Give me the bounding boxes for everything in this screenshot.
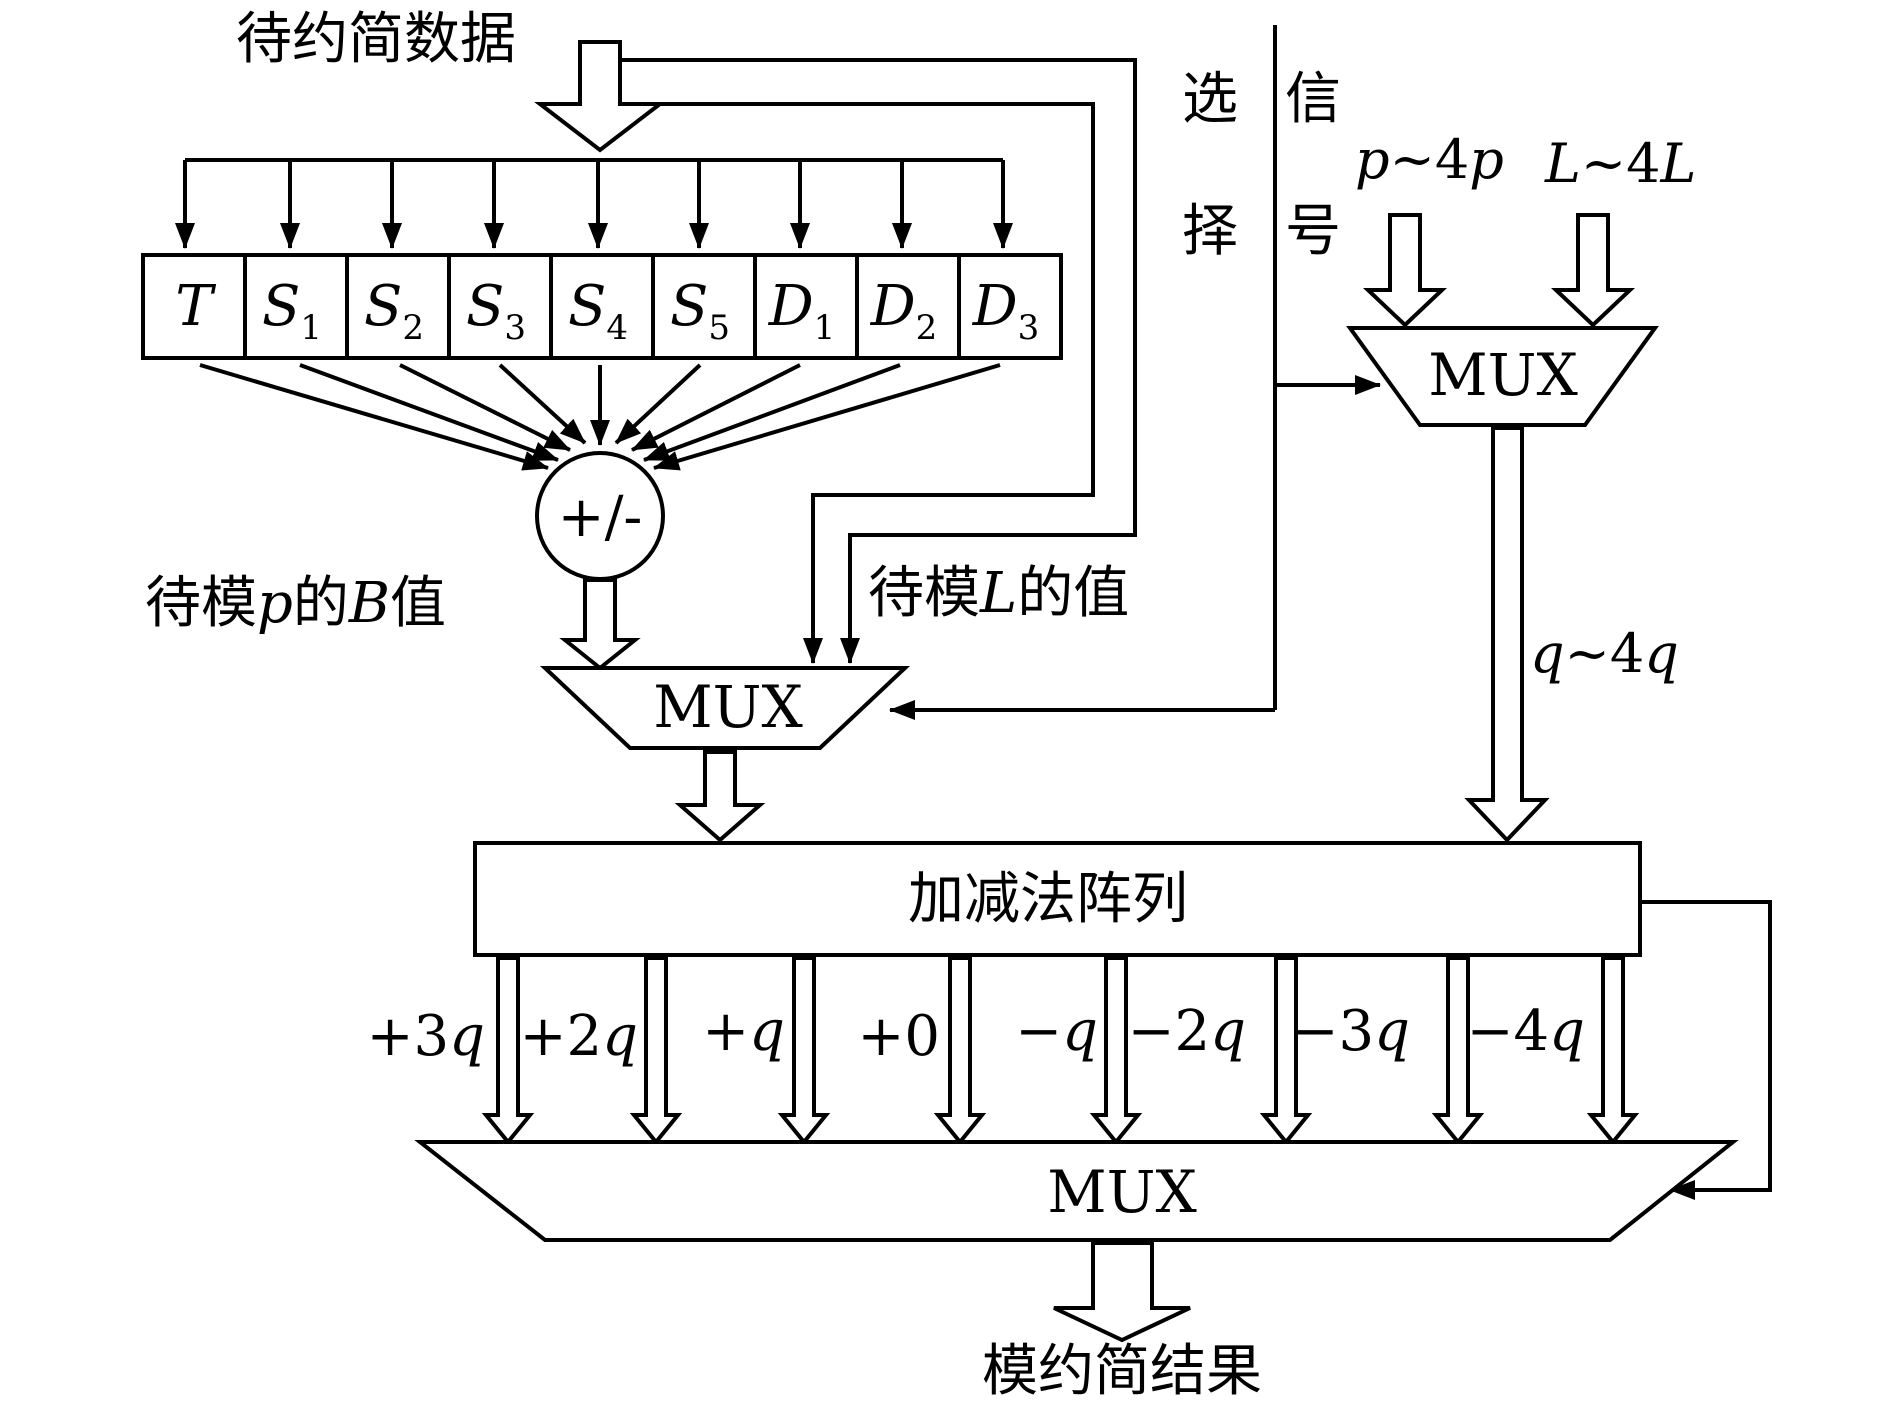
L-range-label: L~4L	[1544, 132, 1696, 195]
register-cells	[141, 253, 1063, 360]
output-label: −2q	[1128, 999, 1246, 1064]
bus-line-1	[620, 58, 1137, 664]
mod-L-label: 待模L的值	[868, 561, 1129, 626]
mux-bottom-label: MUX	[1047, 1158, 1197, 1226]
result-label: 模约简结果	[982, 1339, 1262, 1401]
register-cell-label: S2	[364, 274, 424, 348]
register-feed-arrows	[175, 160, 1013, 249]
mux-left-shape	[539, 666, 911, 750]
q-range-label: q~4q	[1530, 622, 1679, 685]
register-cell-label: S3	[466, 274, 526, 348]
input-data-label: 待约简数据	[236, 7, 516, 72]
mux-left-label: MUX	[653, 673, 803, 741]
select-signal-char-1: 选	[1182, 67, 1238, 132]
select-signal-char-2: 择	[1182, 199, 1238, 264]
input-bus-arrow	[534, 40, 666, 153]
addsub-array-label: 加减法阵列	[908, 867, 1188, 932]
mux-top-label: MUX	[1428, 341, 1578, 409]
p-range-label: p~4p	[1355, 128, 1504, 191]
register-cell-label: S4	[568, 274, 628, 348]
adder-output-arrow	[559, 578, 641, 671]
result-arrow	[1053, 1241, 1191, 1343]
output-label: −4q	[1467, 999, 1585, 1064]
output-label: +3q	[367, 1004, 485, 1069]
bus-line-2	[620, 102, 1095, 664]
register-cell-label: D1	[768, 274, 836, 348]
register-cell-label: D2	[870, 274, 938, 348]
q-bus-arrow	[1464, 426, 1550, 843]
mux-bottom-shape	[414, 1140, 1739, 1242]
L-input-arrow	[1550, 213, 1636, 328]
output-labels: +3q +2q +q +0 −q −2q −3q −4q	[367, 999, 1585, 1069]
mod-p-b-label: 待模p的B值	[145, 571, 446, 636]
array-feedback-line	[1640, 900, 1772, 1200]
output-label: −q	[1015, 999, 1098, 1064]
select-signal-char-3: 信	[1285, 67, 1341, 132]
array-output-arrows	[481, 956, 1640, 1146]
register-cell-label: S5	[670, 274, 730, 348]
output-label: +2q	[520, 1004, 638, 1069]
select-signal-char-4: 号	[1285, 199, 1341, 264]
mux-left-output-arrow	[674, 750, 766, 843]
output-label: +0	[857, 1004, 940, 1069]
register-cell-label: D3	[972, 274, 1040, 348]
output-label: +q	[702, 999, 785, 1064]
addsub-array-box	[473, 841, 1642, 957]
output-label: −3q	[1292, 999, 1410, 1064]
register-to-adder-lines	[199, 363, 1001, 471]
register-labels: T S1 S2 S3 S4 S5 D1 D2 D3	[175, 274, 1039, 348]
p-input-arrow	[1362, 213, 1448, 328]
register-cell-label: S1	[262, 274, 322, 348]
mux-top-shape	[1346, 326, 1659, 427]
register-cell-label: T	[175, 274, 216, 339]
adder-label: +/-	[558, 485, 643, 550]
